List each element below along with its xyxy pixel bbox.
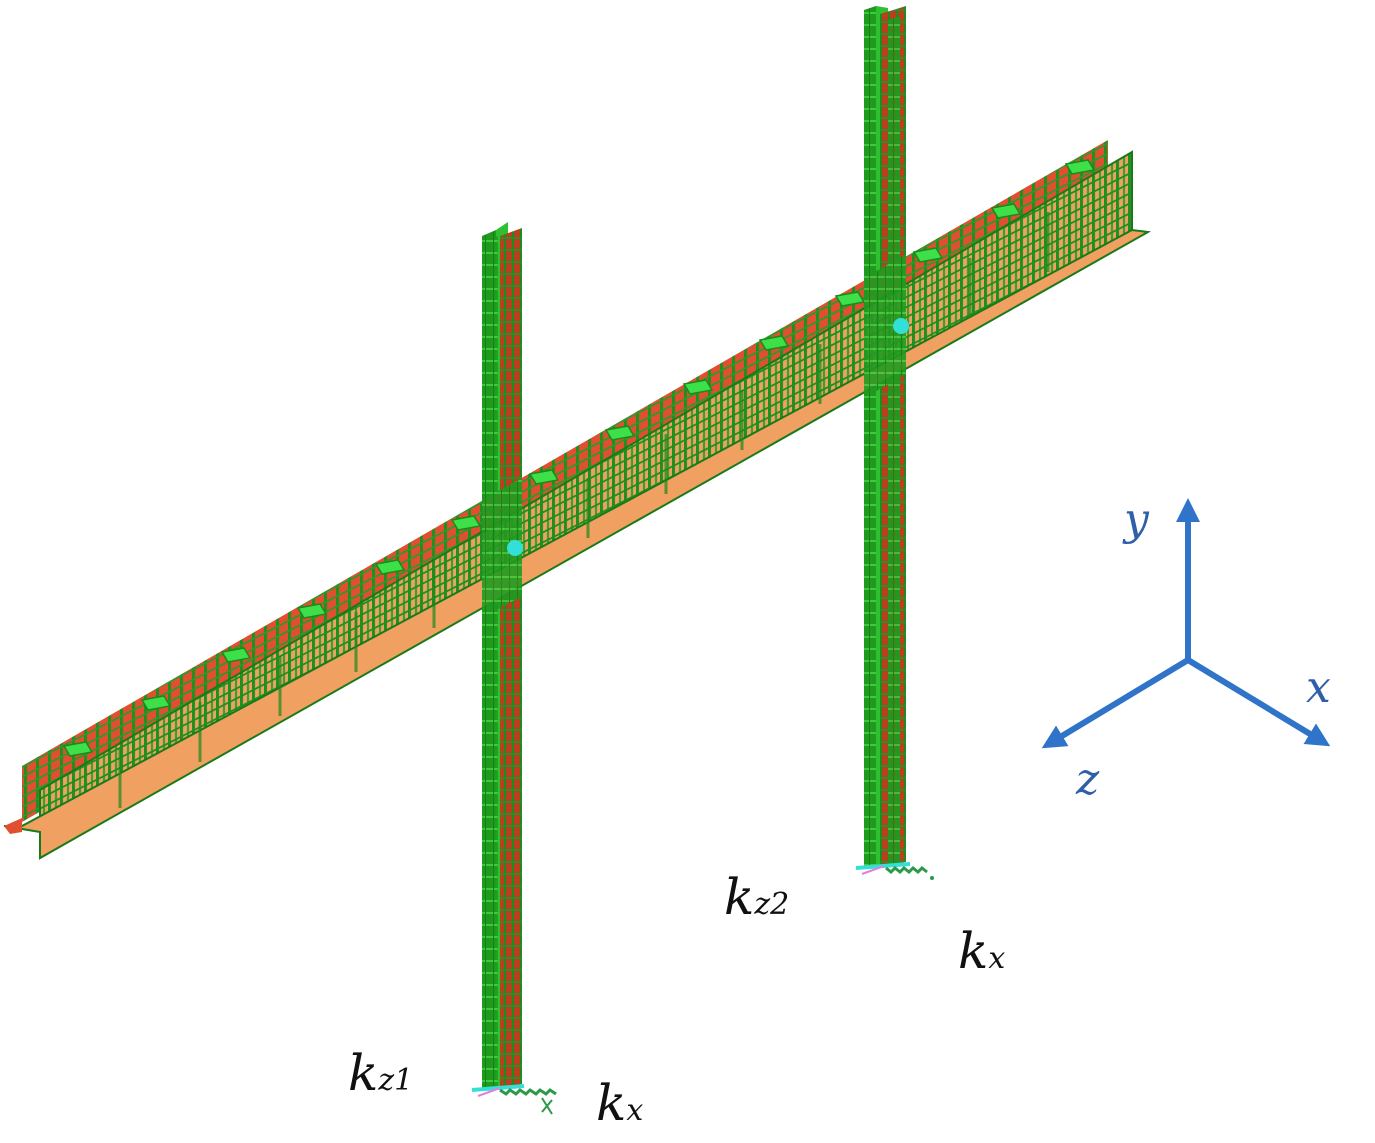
label-kx-left-sub: x (626, 1093, 644, 1128)
z-axis-arrow (1041, 657, 1191, 749)
x-axis-arrow (1185, 657, 1331, 747)
z-axis-label: z (1076, 754, 1100, 805)
y-axis-label: y (1124, 494, 1149, 545)
label-kx-left: kx (596, 1078, 643, 1128)
spring-support-right (855, 862, 934, 880)
label-kx-right: kx (958, 926, 1005, 976)
axis-triad (1041, 498, 1331, 749)
column-left (482, 222, 522, 1090)
label-kz2: kz2 (724, 872, 789, 922)
beam (3, 140, 1152, 860)
web-mesh-lines (118, 212, 1050, 808)
spring-support-left (471, 1084, 557, 1115)
label-kx-right-main: k (958, 922, 989, 980)
label-kz1-main: k (348, 1044, 379, 1102)
label-kx-right-sub: x (988, 941, 1006, 976)
x-axis-label: x (1306, 662, 1331, 713)
column-right (864, 6, 906, 866)
column-left-front (482, 478, 522, 618)
label-kx-left-main: k (596, 1074, 627, 1132)
label-kz2-main: k (724, 868, 755, 926)
stiffeners (62, 159, 1096, 757)
label-kz1: kz1 (348, 1048, 413, 1098)
connection-node-right (893, 318, 909, 334)
column-right-front (864, 254, 906, 398)
connection-node-left (507, 540, 523, 556)
label-kz2-sub: z2 (754, 887, 790, 922)
label-kz1-sub: z1 (378, 1063, 414, 1098)
